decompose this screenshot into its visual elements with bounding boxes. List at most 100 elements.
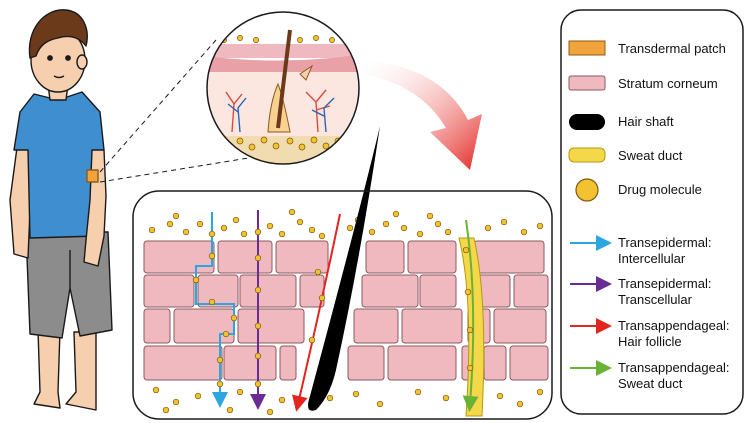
drug-molecule — [266, 408, 274, 416]
route-molecule — [314, 268, 322, 276]
drug-molecule — [500, 218, 508, 226]
route-hair-follicle — [292, 213, 341, 412]
stratum-corneum-cell — [407, 240, 457, 274]
route-molecule — [254, 380, 262, 388]
stratum-corneum-cell — [143, 274, 195, 308]
legend-route-sweat: Transappendageal: Sweat duct — [570, 360, 730, 391]
route-molecule — [254, 228, 262, 236]
route-intercellular-line1: Transepidermal: — [618, 235, 711, 250]
right-arm — [83, 149, 107, 267]
drug-molecule — [536, 222, 544, 230]
legend-item-drug: Drug molecule — [575, 178, 702, 202]
drug-molecule — [182, 228, 190, 236]
drug-molecule — [278, 230, 286, 238]
drug-molecule — [226, 406, 234, 414]
route-molecule — [216, 356, 224, 364]
drug-molecule — [536, 388, 544, 396]
route-molecule — [208, 252, 216, 260]
right-leg — [65, 331, 97, 411]
zoom-line-bottom — [99, 149, 299, 183]
drug-molecule — [416, 230, 424, 238]
drug-molecule — [392, 210, 400, 218]
boy-illustration — [9, 9, 113, 411]
molecule-swatch-icon — [575, 178, 599, 202]
drug-molecule — [194, 392, 202, 400]
drug-molecule — [166, 220, 174, 228]
drug-molecule — [368, 228, 376, 236]
stratum-corneum-cell — [513, 274, 549, 308]
zoom-arrow — [362, 60, 482, 170]
drug-molecule — [232, 216, 240, 224]
route-intercellular — [195, 212, 235, 408]
route-molecule — [466, 326, 474, 334]
stratum-corneum-cell — [143, 345, 223, 381]
stratum-corneum-cell — [223, 345, 277, 381]
stratum-corneum-cell — [217, 240, 273, 274]
drug-molecule — [434, 220, 442, 228]
route-molecule — [462, 246, 470, 254]
route-molecule — [308, 336, 316, 344]
route-sweat-duct — [462, 219, 479, 412]
drug-molecule — [496, 392, 504, 400]
legend-label-stratum: Stratum corneum — [618, 76, 718, 91]
drug-molecule — [236, 388, 244, 396]
brick-swatch-icon — [568, 75, 606, 91]
left-leg — [33, 329, 61, 409]
route-follicle-line2: Hair follicle — [618, 334, 682, 349]
route-intercellular-line2: Intercellular — [618, 251, 686, 266]
legend-box — [560, 9, 744, 415]
zoom-line-top — [99, 39, 217, 173]
drug-molecule — [288, 208, 296, 216]
route-molecule — [208, 298, 216, 306]
drug-molecule — [352, 390, 360, 398]
route-molecule — [222, 330, 230, 338]
hair-shaft — [308, 126, 380, 411]
route-molecule — [230, 314, 238, 322]
drug-molecule — [426, 212, 434, 220]
drug-molecule — [400, 224, 408, 232]
route-sweat-line2: Sweat duct — [618, 376, 683, 391]
stratum-corneum-cell — [509, 345, 549, 381]
stratum-corneum-cell — [419, 274, 457, 308]
stratum-corneum-cell — [493, 308, 547, 344]
legend-item-sweat: Sweat duct — [568, 147, 683, 163]
stratum-corneum-cell — [173, 308, 235, 344]
sweat-duct — [458, 237, 485, 417]
route-molecule — [192, 276, 200, 284]
drug-molecule — [484, 224, 492, 232]
stratum-corneum-cell — [143, 240, 215, 274]
drug-molecule — [296, 218, 304, 226]
hair — [28, 9, 88, 59]
stratum-corneum-cell — [365, 240, 405, 274]
route-follicle-line1: Transappendageal: — [618, 318, 730, 333]
patch-swatch-icon — [568, 40, 606, 56]
stratum-corneum-cell — [361, 274, 419, 308]
drug-molecule — [382, 220, 390, 228]
stratum-corneum-cell — [239, 274, 297, 308]
drug-molecule — [516, 400, 524, 408]
drug-molecule — [346, 224, 354, 232]
legend-label-drug: Drug molecule — [618, 182, 702, 197]
route-molecule — [318, 294, 326, 302]
route-sweat-line1: Transappendageal: — [618, 360, 730, 375]
stratum-corneum-cell — [387, 345, 457, 381]
drug-molecule — [152, 386, 160, 394]
drug-molecule — [414, 388, 422, 396]
drug-molecule — [318, 232, 326, 240]
stratum-corneum-cell — [473, 240, 545, 274]
route-molecule — [254, 352, 262, 360]
skin-cross-section-lens — [206, 11, 360, 165]
stratum-corneum-cell — [143, 308, 171, 344]
legend-item-patch: Transdermal patch — [568, 40, 726, 56]
drug-molecule — [520, 228, 528, 236]
stratum-corneum-cell — [347, 345, 385, 381]
drug-molecule — [148, 226, 156, 234]
drug-molecule — [240, 230, 248, 238]
drug-molecule — [444, 228, 452, 236]
route-transcellular-line1: Transepidermal: — [618, 276, 711, 291]
drug-molecule — [172, 212, 180, 220]
legend-route-intercellular: Transepidermal: Intercellular — [570, 235, 711, 266]
stratum-corneum-cell — [237, 308, 305, 344]
route-transcellular-line2: Transcellular — [618, 292, 693, 307]
route-molecule — [254, 254, 262, 262]
